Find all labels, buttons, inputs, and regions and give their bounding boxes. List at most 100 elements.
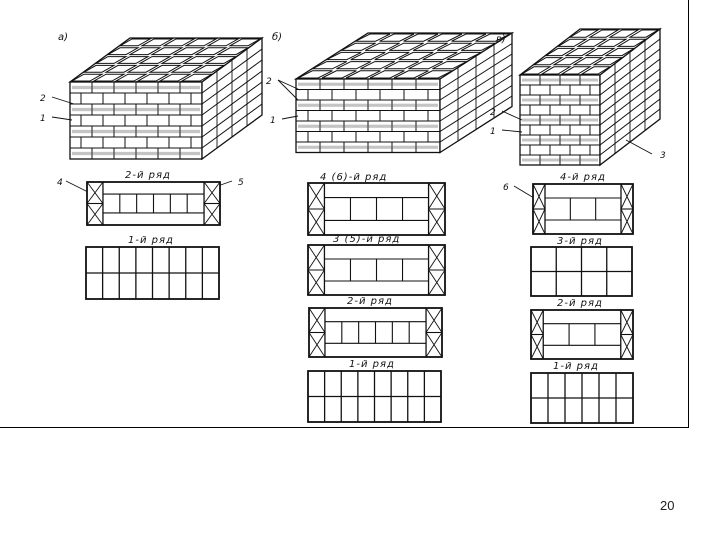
cross-mark <box>86 203 104 226</box>
top-brick <box>422 51 458 61</box>
top-brick <box>403 33 439 42</box>
callout-c-3: 3 <box>660 151 666 161</box>
top-brick <box>532 57 564 66</box>
stack-front-face <box>69 81 203 160</box>
callout-c-1: 1 <box>490 127 496 137</box>
cross-mark <box>86 181 104 204</box>
top-brick <box>92 73 126 82</box>
callout-c-2: 2 <box>490 108 496 118</box>
leader-line <box>501 129 523 133</box>
cross-mark <box>203 181 221 204</box>
top-brick <box>412 42 448 51</box>
top-brick <box>158 73 192 82</box>
row-caption-c-4: 4-й ряд <box>560 172 606 183</box>
top-brick <box>162 38 196 47</box>
cross-mark <box>620 334 634 360</box>
callout-b-2: 2 <box>266 77 272 87</box>
row-caption-b-4: 4 (6)-й ряд <box>320 172 387 183</box>
course-shadow <box>522 78 598 82</box>
top-brick <box>398 51 434 61</box>
callout-a-2: 2 <box>40 94 46 104</box>
top-brick <box>172 47 206 56</box>
top-brick <box>374 51 410 61</box>
course-shadow <box>298 103 438 107</box>
leader-line <box>277 79 299 101</box>
top-brick <box>136 73 170 82</box>
top-brick <box>436 42 472 51</box>
top-brick <box>364 42 400 51</box>
course-shadow <box>522 158 598 162</box>
top-brick <box>584 47 616 57</box>
course-shadow <box>72 85 200 90</box>
top-brick <box>94 56 128 64</box>
marker-c-6: 6 <box>503 183 509 193</box>
plan-a-row-1 <box>85 246 220 300</box>
cross-mark <box>425 332 443 358</box>
cross-mark <box>428 208 446 236</box>
top-brick <box>379 33 415 42</box>
row-caption-a-1: 1-й ряд <box>128 235 174 246</box>
top-brick <box>588 29 620 38</box>
top-brick <box>568 29 600 38</box>
leader-line <box>51 116 73 121</box>
course-shadow <box>298 82 438 86</box>
top-brick <box>118 38 152 47</box>
top-brick <box>564 47 596 57</box>
cross-mark <box>203 203 221 226</box>
top-brick <box>369 70 405 79</box>
top-brick <box>384 61 420 70</box>
leader-line <box>65 180 89 193</box>
plan-c-row-1 <box>530 372 634 424</box>
top-brick <box>126 64 160 73</box>
top-brick <box>312 61 348 70</box>
cross-mark <box>532 183 546 210</box>
top-brick <box>194 47 228 56</box>
top-brick <box>148 64 182 73</box>
top-brick <box>340 42 376 51</box>
top-brick <box>82 64 116 73</box>
cross-mark <box>620 183 634 210</box>
cross-mark <box>620 208 634 235</box>
cross-mark <box>530 334 544 360</box>
top-brick <box>355 33 391 42</box>
top-brick <box>408 61 444 70</box>
top-brick <box>128 47 162 56</box>
stack-a <box>68 36 264 161</box>
marker-a-5: 5 <box>238 178 244 188</box>
row-caption-c-2: 2-й ряд <box>557 298 603 309</box>
top-brick <box>544 47 576 57</box>
top-brick <box>596 38 628 47</box>
course-shadow <box>298 145 438 149</box>
course-shadow <box>298 124 438 128</box>
top-brick <box>70 73 104 82</box>
top-brick <box>336 61 372 70</box>
leader-line <box>277 79 301 91</box>
course-shadow <box>522 98 598 102</box>
plan-c-row-2 <box>530 309 634 360</box>
top-brick <box>360 61 396 70</box>
course-shadow <box>72 107 200 112</box>
top-brick <box>116 56 150 64</box>
course-shadow <box>72 129 200 134</box>
top-brick <box>206 38 240 47</box>
top-brick <box>350 51 386 61</box>
cross-mark <box>530 309 544 335</box>
top-brick <box>114 73 148 82</box>
stack-c <box>518 27 662 167</box>
leader-line <box>625 139 653 155</box>
top-brick <box>326 51 362 61</box>
row-caption-b-1: 1-й ряд <box>349 359 395 370</box>
brick-stacking-diagram: а) б) в) 2 1 2 1 2 1 3 4 5 6 2-й ряд 1-й <box>40 27 666 424</box>
panel-label-c: в) <box>496 34 506 45</box>
top-brick <box>184 38 218 47</box>
top-brick <box>106 47 140 56</box>
top-brick <box>297 70 333 79</box>
leader-line <box>513 185 535 199</box>
leader-line <box>281 115 299 120</box>
cross-mark <box>428 244 446 271</box>
course-shadow <box>522 118 598 122</box>
top-brick <box>576 38 608 47</box>
cross-mark <box>307 269 325 296</box>
top-brick <box>556 38 588 47</box>
